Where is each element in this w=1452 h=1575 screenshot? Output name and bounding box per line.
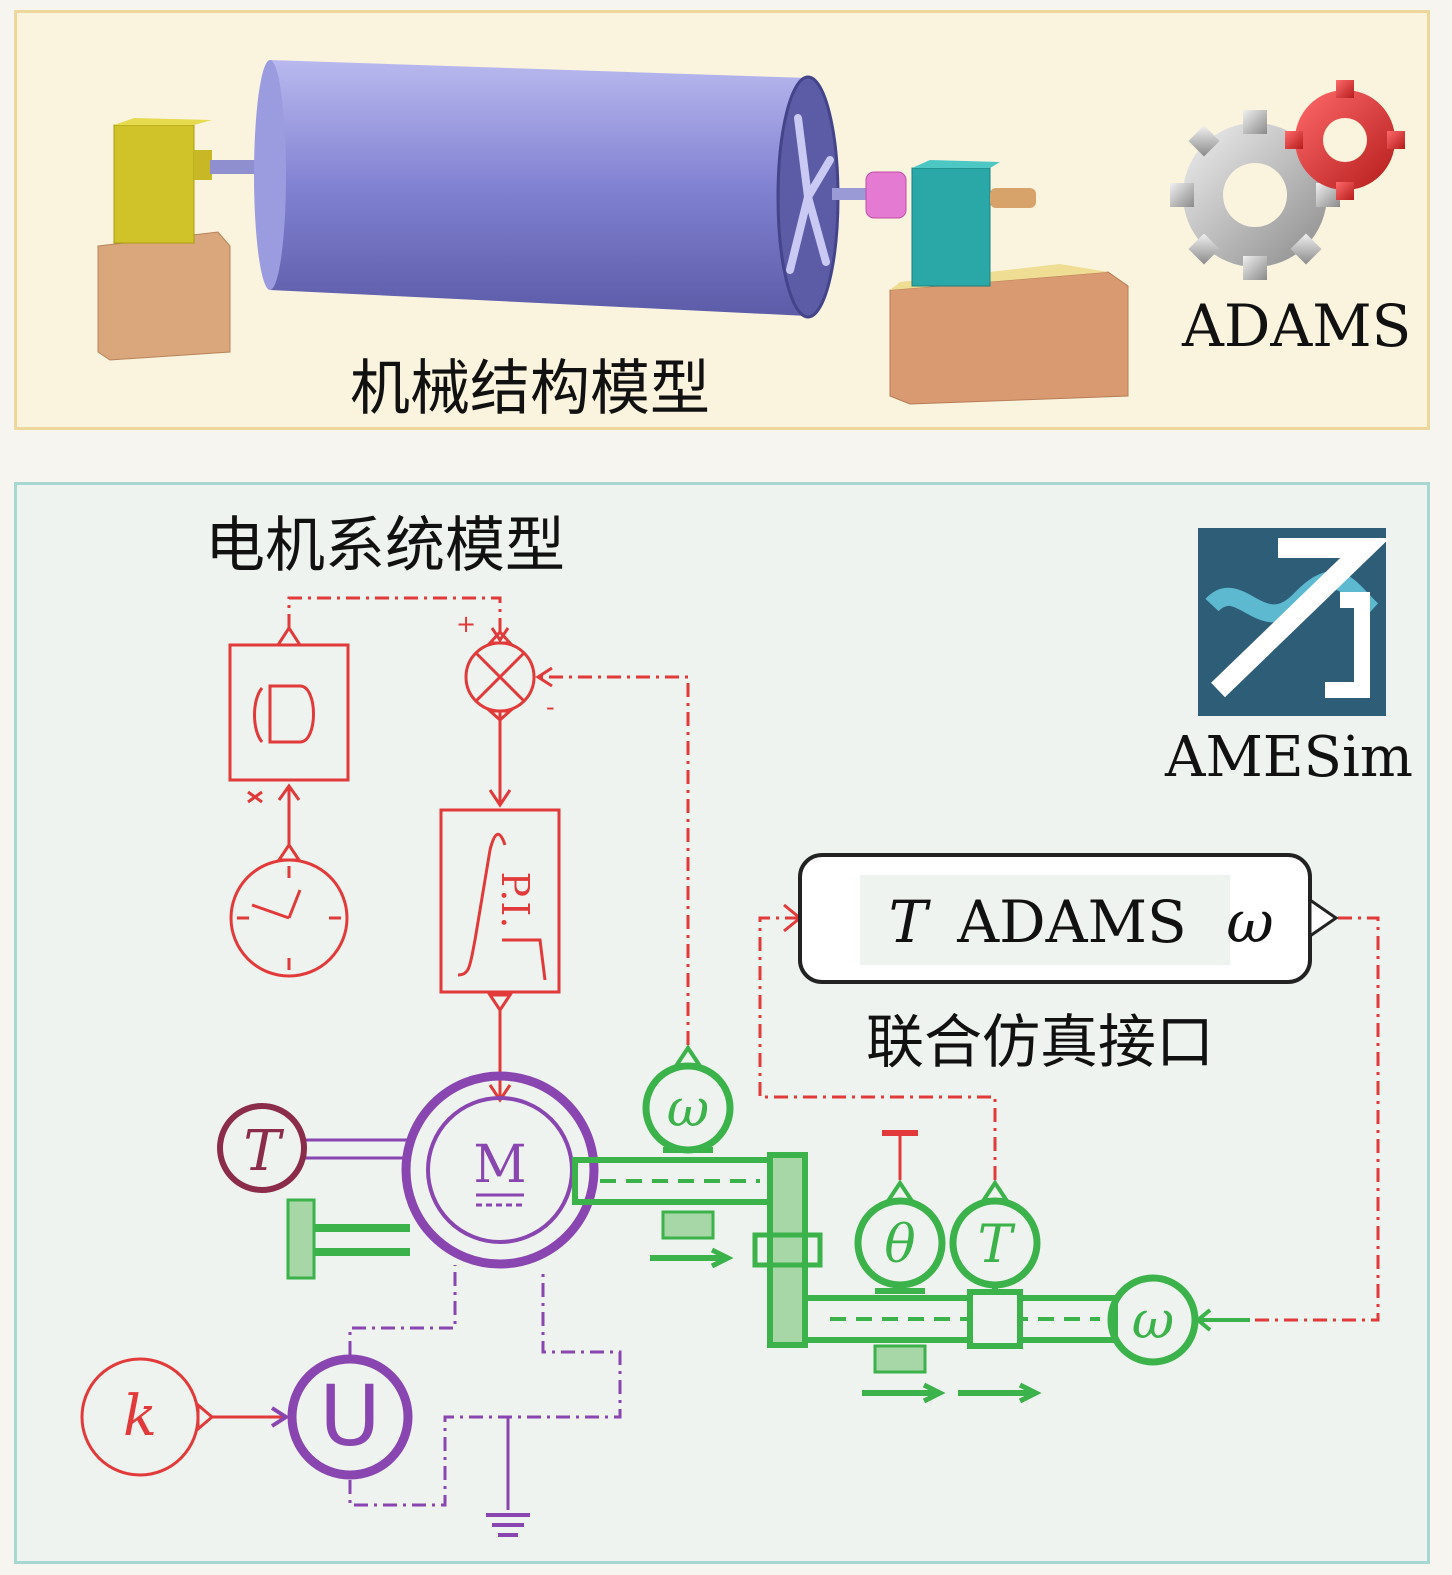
motor-symbol: M (473, 1135, 526, 1195)
angle-sensor-symbol: θ (884, 1215, 915, 1275)
voltage-source (287, 1354, 413, 1480)
setpoint-icon (268, 684, 315, 744)
drum-cylinder (254, 60, 840, 319)
interface-output-symbol: ω (1226, 888, 1273, 956)
pi-label: P.I. (493, 871, 537, 928)
speed-sensor-top-symbol: ω (667, 1079, 709, 1139)
adams-logo-text: ADAMS (1182, 292, 1412, 360)
motor-system-panel (14, 482, 1430, 1564)
torque-source (217, 1103, 307, 1193)
right-bearing-support (889, 160, 1129, 405)
gear (767, 1152, 808, 1348)
motor-outer (401, 1071, 599, 1269)
amesim-logo-text: AMESim (1165, 725, 1414, 790)
left-bearing-support (97, 118, 231, 361)
minus-sign: - (546, 693, 555, 721)
motor-system-label: 电机系统模型 (205, 511, 565, 581)
amesim-logo-icon (1198, 528, 1390, 716)
setpoint-block (228, 643, 350, 782)
electrical-section (270, 1071, 622, 1537)
voltage-symbol: U (319, 1367, 380, 1465)
speed-source-right-symbol: ω (1132, 1291, 1174, 1351)
control-signal-section (80, 596, 1380, 1477)
plus-sign: + (456, 610, 476, 638)
torque-sensor-symbol: T (978, 1215, 1016, 1275)
mechanical-section (286, 1044, 1250, 1404)
interface-input-symbol: T (889, 888, 932, 956)
coupling (865, 171, 907, 219)
pi-controller-block (439, 808, 561, 994)
cosim-interface-label: 联合仿真接口 (866, 1008, 1215, 1076)
torque-source-symbol: T (243, 1119, 284, 1184)
gain-symbol: k (123, 1384, 157, 1449)
cosim-interface-block (798, 853, 1339, 984)
adams-gears-icon (1170, 80, 1405, 280)
interface-name: ADAMS (956, 888, 1186, 956)
mechanical-model-label: 机械结构模型 (350, 354, 710, 424)
